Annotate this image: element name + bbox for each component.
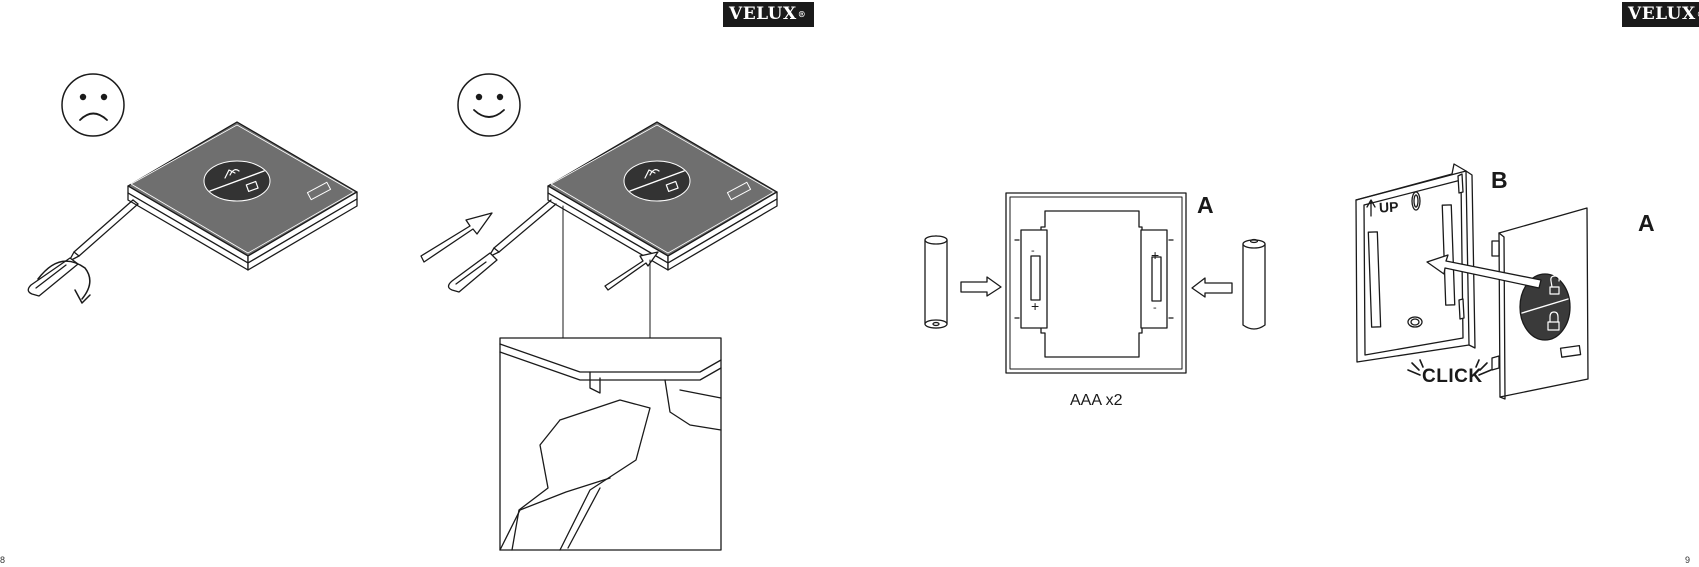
battery-caption: AAA x2 [1070,392,1122,410]
page-9-illustrations [849,0,1699,567]
remote-device-correct [548,122,777,270]
battery-minus-left: - [1031,245,1035,257]
click-label: CLICK [1422,366,1483,388]
battery-left-icon [925,236,947,328]
arrow-left-icon [1192,278,1232,297]
up-marker: UP [1379,199,1399,216]
page-number: 9 [1685,555,1690,565]
battery-right-icon [1243,240,1265,330]
page-8: VELUX® [0,0,849,567]
happy-face-icon [458,74,520,136]
battery-plus-right: + [1151,247,1159,263]
label-a-compartment: A [1197,192,1214,219]
battery-compartment [1006,193,1186,373]
arrow-right-icon [961,277,1001,296]
page-8-illustrations [0,0,849,567]
screwdriver-insert-icon [449,200,557,292]
page-number: 8 [0,555,5,565]
remote-device-incorrect [128,122,357,270]
battery-plus-left: + [1031,298,1039,314]
label-b: B [1491,167,1508,194]
insert-arrow-icon [421,213,492,262]
screwdriver-twist-icon [28,200,138,303]
sad-face-icon [62,74,124,136]
label-a-assembly: A [1638,210,1655,237]
zoom-detail-panel [500,338,721,550]
battery-minus-right: - [1153,302,1157,314]
page-9: VELUX® [849,0,1699,567]
front-panel-a [1492,208,1588,399]
